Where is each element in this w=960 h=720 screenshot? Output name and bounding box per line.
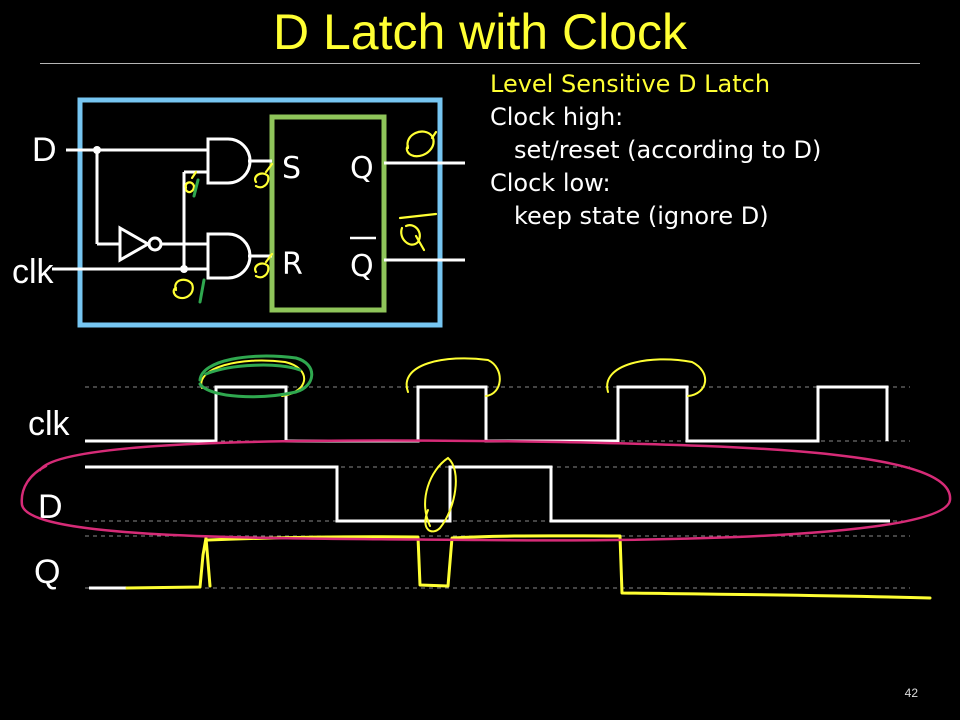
- outer-latch-box: [77, 97, 443, 328]
- notes-line-1: Clock high:: [490, 103, 624, 131]
- notes-line-3: Clock low:: [490, 169, 611, 197]
- wave-label-q: Q: [34, 553, 60, 591]
- sr-label-r: R: [282, 247, 303, 282]
- timing-diagram: clk D Q: [20, 354, 952, 600]
- inverter-bubble: [147, 236, 163, 252]
- circuit-wires: [52, 148, 465, 271]
- and-gate-bottom: [206, 232, 252, 280]
- notes-heading: Level Sensitive D Latch: [490, 70, 771, 98]
- latch-circuit: D clk S R Q Q: [12, 97, 465, 328]
- sr-label-s: S: [282, 151, 301, 186]
- notes-line-4: keep state (ignore D): [514, 202, 769, 230]
- title-divider: [40, 63, 920, 64]
- junction-dot-clk: [180, 265, 188, 273]
- clk-high-annotations: [200, 357, 707, 533]
- q-waveform-handwritten: [125, 534, 932, 600]
- junction-dot-d: [93, 146, 101, 154]
- wave-label-clk: clk: [28, 405, 71, 443]
- notes-line-2: set/reset (according to D): [514, 136, 822, 164]
- d-waveform: [85, 465, 890, 523]
- inverter-gate: [118, 225, 152, 263]
- sr-latch-box: [269, 114, 387, 313]
- and-gate-top: [206, 137, 252, 185]
- sr-label-qbar: Q: [350, 249, 374, 284]
- page-number: 42: [904, 686, 918, 700]
- circuit-green-marks: [192, 178, 206, 304]
- green-circle-annotation: [198, 354, 314, 399]
- slide-title: D Latch with Clock: [272, 4, 688, 60]
- circuit-handwriting: [172, 130, 438, 300]
- input-label-d: D: [32, 131, 57, 169]
- sr-label-q: Q: [350, 151, 374, 186]
- magenta-oval-annotation: [20, 439, 952, 542]
- notes-block: Level Sensitive D Latch Clock high: set/…: [490, 68, 821, 233]
- input-label-clk: clk: [12, 253, 55, 291]
